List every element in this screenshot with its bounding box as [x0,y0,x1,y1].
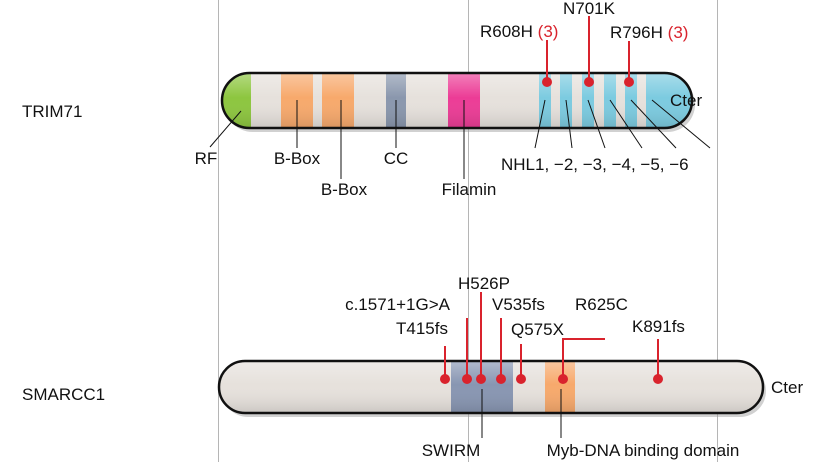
smarcc1-domain-labels: SWIRM Myb-DNA binding domain Cter [422,378,804,460]
mutation-label: R796H (3) [610,23,688,42]
trim71-cter-label: Cter [670,91,702,110]
smarcc1-mutation-dots [440,374,663,384]
mutation-stem-r625c [562,338,605,379]
mutation-name: N701K [563,0,616,18]
trim71-bar-shading [222,73,692,128]
trim71-gene-label: TRIM71 [22,102,82,121]
mutation-dot-q575x [516,374,526,384]
trim71-domain-labels: RF B-Box B-Box CC Filamin NHL1, −2, −3, … [195,91,703,199]
nhl1-leader [534,99,546,149]
mutation-label-v535fs: V535fs [492,295,545,314]
smarcc1-leader-lines [481,389,562,438]
mutation-label-r625c: R625C [575,295,628,314]
nhl2-leader [565,99,573,149]
smarcc1-bar-outline [217,359,765,415]
bbox-1-label: B-Box [274,149,321,168]
nhl5-leader [630,99,677,149]
smarcc1-domains [219,361,763,413]
nhl4-leader [609,99,643,149]
nhl-label: NHL1, −2, −3, −4, −5, −6 [501,155,689,174]
mutation-dot-c1571 [462,374,472,384]
rf-label: RF [195,149,218,168]
mutation-dot-v535fs [496,374,506,384]
mutation-label-q575x: Q575X [511,320,564,339]
bbox-2-label: B-Box [321,180,368,199]
nhl3-leader [587,99,606,149]
smarcc1-gene-label: SMARCC1 [22,385,105,404]
mutation-label-t415fs: T415fs [396,319,448,338]
mutation-dot-r625c [558,374,568,384]
mutation-label-h526p: H526P [458,274,510,293]
trim71-leader-lines [209,99,711,179]
swirm-label: SWIRM [422,441,481,460]
filamin-label: Filamin [442,180,497,199]
trim71-track: TRIM71 [22,0,711,199]
mutation-dot-k891fs [653,374,663,384]
smarcc1-mutation-labels: c.1571+1G>A T415fs H526P V535fs Q575X R6… [345,274,685,339]
mutation-dot-t415fs [440,374,450,384]
mutation-label: N701K [563,0,616,18]
mutation-r608h: R608H (3) [480,22,558,87]
mutation-n701k: N701K [563,0,616,87]
mutation-count: (3) [668,23,689,42]
mutation-name: R796H [610,23,663,42]
mutation-label-c1571: c.1571+1G>A [345,295,451,314]
mutation-dot [584,77,594,87]
myb-label: Myb-DNA binding domain [547,441,740,460]
trim71-bar-outline [220,71,694,130]
smarcc1-mutation-stems [444,292,659,379]
smarcc1-cter-label: Cter [771,378,803,397]
mutation-dot [624,77,634,87]
mutation-name: R608H [480,22,533,41]
nhl6-leader [651,99,711,149]
mutation-r796h: R796H (3) [610,23,688,87]
cc-label: CC [384,149,409,168]
mutation-label: R608H (3) [480,22,558,41]
mutation-dot [542,77,552,87]
mutation-dot-h526p [476,374,486,384]
rf-leader [209,110,242,148]
trim71-mutations: R608H (3) N701K R796H (3) [480,0,688,87]
mutation-count: (3) [538,22,559,41]
smarcc1-track: SMARCC1 SWIRM Myb-DNA binding domain Cte… [22,274,803,460]
smarcc1-bar-shading [219,361,763,413]
mutation-label-k891fs: K891fs [632,317,685,336]
